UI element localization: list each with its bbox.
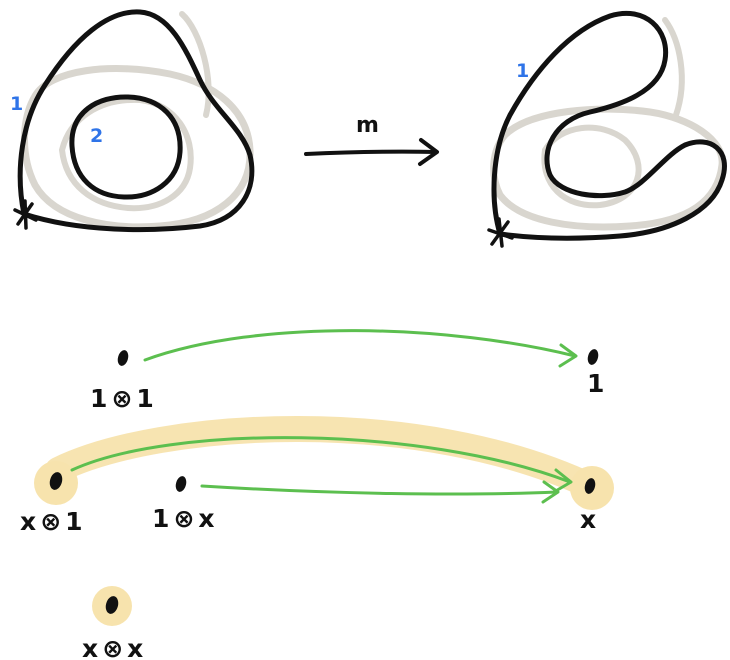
- arrow-1o1-to-1: [143, 329, 578, 368]
- inner-loop-2: [69, 94, 183, 200]
- node-dot-1: [587, 349, 599, 365]
- node-dot-xox: [105, 596, 119, 614]
- right-basepoint-star: [487, 217, 514, 248]
- outer-loop-1: [17, 9, 255, 233]
- left-surface-shadow-inner: [58, 96, 194, 212]
- map-arrow-shaft: [304, 149, 438, 156]
- left-surface: 1 2: [10, 9, 255, 233]
- node-label-x: x: [580, 505, 600, 534]
- node-dot-xo1: [49, 472, 63, 490]
- right-surface: 1: [487, 10, 727, 248]
- merged-loop-1: [491, 10, 727, 241]
- right-surface-shadow: [490, 105, 726, 231]
- right-surface-shadow-inner: [541, 124, 642, 209]
- coproduct-diagram: 1⊗1 1 x⊗1 1⊗x x x⊗x: [20, 329, 614, 660]
- merged-loop-label: 1: [516, 60, 529, 82]
- map-arrow-head: [418, 138, 439, 166]
- node-label-xox: x⊗x: [82, 634, 147, 660]
- node-label-1o1: 1⊗1: [90, 384, 158, 413]
- left-surface-shadow-arc: [179, 11, 212, 118]
- outer-loop-label: 1: [10, 93, 23, 115]
- highlight-band-xo1-to-x: [45, 416, 605, 500]
- node-label-1ox: 1⊗x: [152, 504, 218, 533]
- node-dot-x: [584, 478, 596, 494]
- map-label: m: [356, 113, 379, 138]
- node-label-xo1: x⊗1: [20, 507, 86, 536]
- inner-loop-label: 2: [90, 125, 103, 147]
- node-label-1: 1: [587, 369, 608, 398]
- arrow-1ox-to-x: [200, 480, 560, 504]
- left-surface-shadow: [21, 65, 254, 231]
- arrow-xo1-to-x: [70, 436, 573, 494]
- right-surface-shadow-arc: [662, 17, 685, 118]
- node-dot-1ox: [175, 476, 187, 492]
- node-dot-1o1: [117, 350, 129, 366]
- map-arrow: m: [304, 113, 439, 166]
- left-basepoint-star: [13, 199, 38, 230]
